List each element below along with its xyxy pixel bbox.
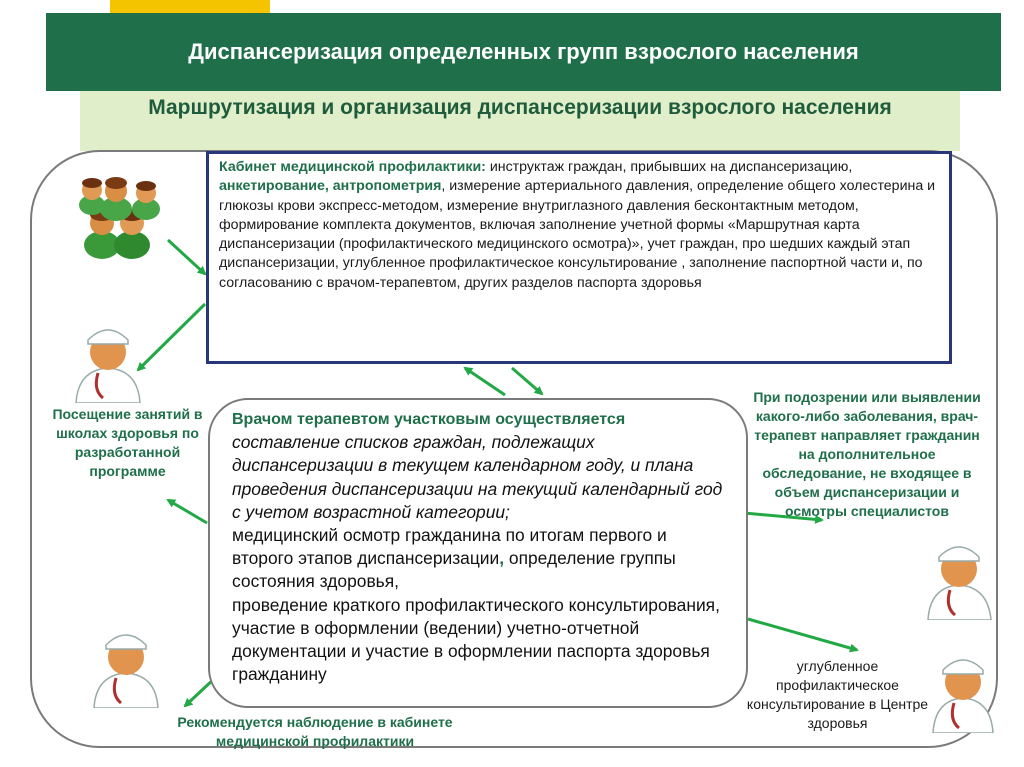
- arrow-down-right: [511, 366, 544, 396]
- therapist-exam-text: медицинский осмотр гражданина по итогам …: [232, 524, 728, 594]
- therapist-text-3: проведение краткого профилактического ко…: [232, 594, 720, 685]
- arrow-cabinet-to-doctor: [136, 302, 207, 372]
- therapist-text-2: определение группы состояния здоровья,: [232, 548, 676, 592]
- therapist-comma: ,: [499, 548, 505, 569]
- arrow-to-health-center: [747, 617, 859, 653]
- therapist-lead: Врачом терапевтом участковым осуществляе…: [232, 411, 626, 428]
- arrow-to-school: [166, 498, 208, 525]
- cabinet-lead: Кабинет медицинской профилактики:: [219, 159, 486, 175]
- doctor-icon-right-top: [927, 546, 992, 620]
- header-banner: Диспансеризация определенных групп взрос…: [46, 13, 1001, 91]
- observation-note: Рекомендуется наблюдение в кабинете меди…: [177, 714, 453, 749]
- school-health-note: Посещение занятий в школах здоровья по р…: [52, 406, 203, 479]
- accent-tab: [110, 0, 270, 14]
- patients-group-icon: [79, 177, 160, 259]
- therapist-description-box: Врачом терапевтом участковым осуществляе…: [208, 398, 748, 708]
- doctor-icon-left-bottom: [93, 634, 159, 708]
- cabinet-text-1: инструктаж граждан, прибывших на диспанс…: [485, 159, 853, 175]
- additional-exam-note: При подозрении или выявлении какого-либо…: [753, 389, 981, 519]
- therapist-italic-text: составление списков граждан, подлежащих …: [232, 432, 723, 522]
- arrow-to-specialists: [743, 511, 824, 524]
- cabinet-highlight: анкетирование, антропометрия: [219, 178, 442, 195]
- doctor-icon-left-top: [75, 329, 141, 403]
- page-title: Диспансеризация определенных групп взрос…: [188, 39, 859, 64]
- subheader-banner: Маршрутизация и организация диспансериза…: [80, 91, 960, 151]
- health-center-note: углубленное профилактическое консультиро…: [746, 658, 929, 731]
- therapist-text-1: медицинский осмотр гражданина по итогам …: [232, 525, 667, 569]
- arrow-up-left: [463, 366, 506, 397]
- arrow-patients-to-cabinet: [166, 238, 207, 276]
- cabinet-text-2: , измерение артериального давления, опре…: [219, 178, 936, 291]
- doctor-icon-right-bottom: [932, 659, 994, 733]
- section-title: Маршрутизация и организация диспансериза…: [148, 96, 892, 119]
- cabinet-description-box: Кабинет медицинской профилактики: инстру…: [206, 151, 952, 364]
